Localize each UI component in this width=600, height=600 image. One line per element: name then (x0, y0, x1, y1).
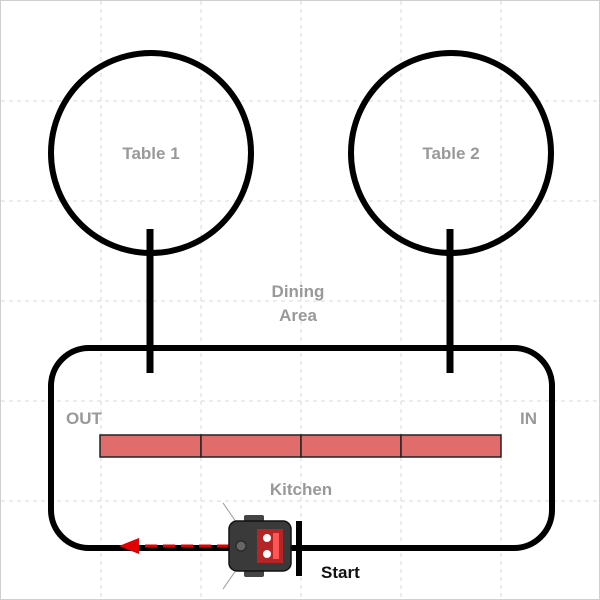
table-2-label: Table 2 (422, 144, 479, 163)
kitchen-label: Kitchen (270, 480, 332, 499)
counter-segment (99, 434, 202, 458)
start-label: Start (321, 563, 360, 582)
kitchen-counter (99, 434, 502, 458)
arrow-head-icon (119, 538, 139, 554)
out-label: OUT (66, 409, 103, 428)
counter-segment (400, 434, 502, 458)
direction-arrow (119, 538, 229, 554)
dining-area-label-line2: Area (279, 306, 317, 325)
in-label: IN (520, 409, 537, 428)
robot-icon (222, 502, 292, 590)
table-1-label: Table 1 (122, 144, 179, 163)
counter-segment (300, 434, 402, 458)
dining-area-label-line1: Dining (272, 282, 325, 301)
counter-segment (200, 434, 302, 458)
